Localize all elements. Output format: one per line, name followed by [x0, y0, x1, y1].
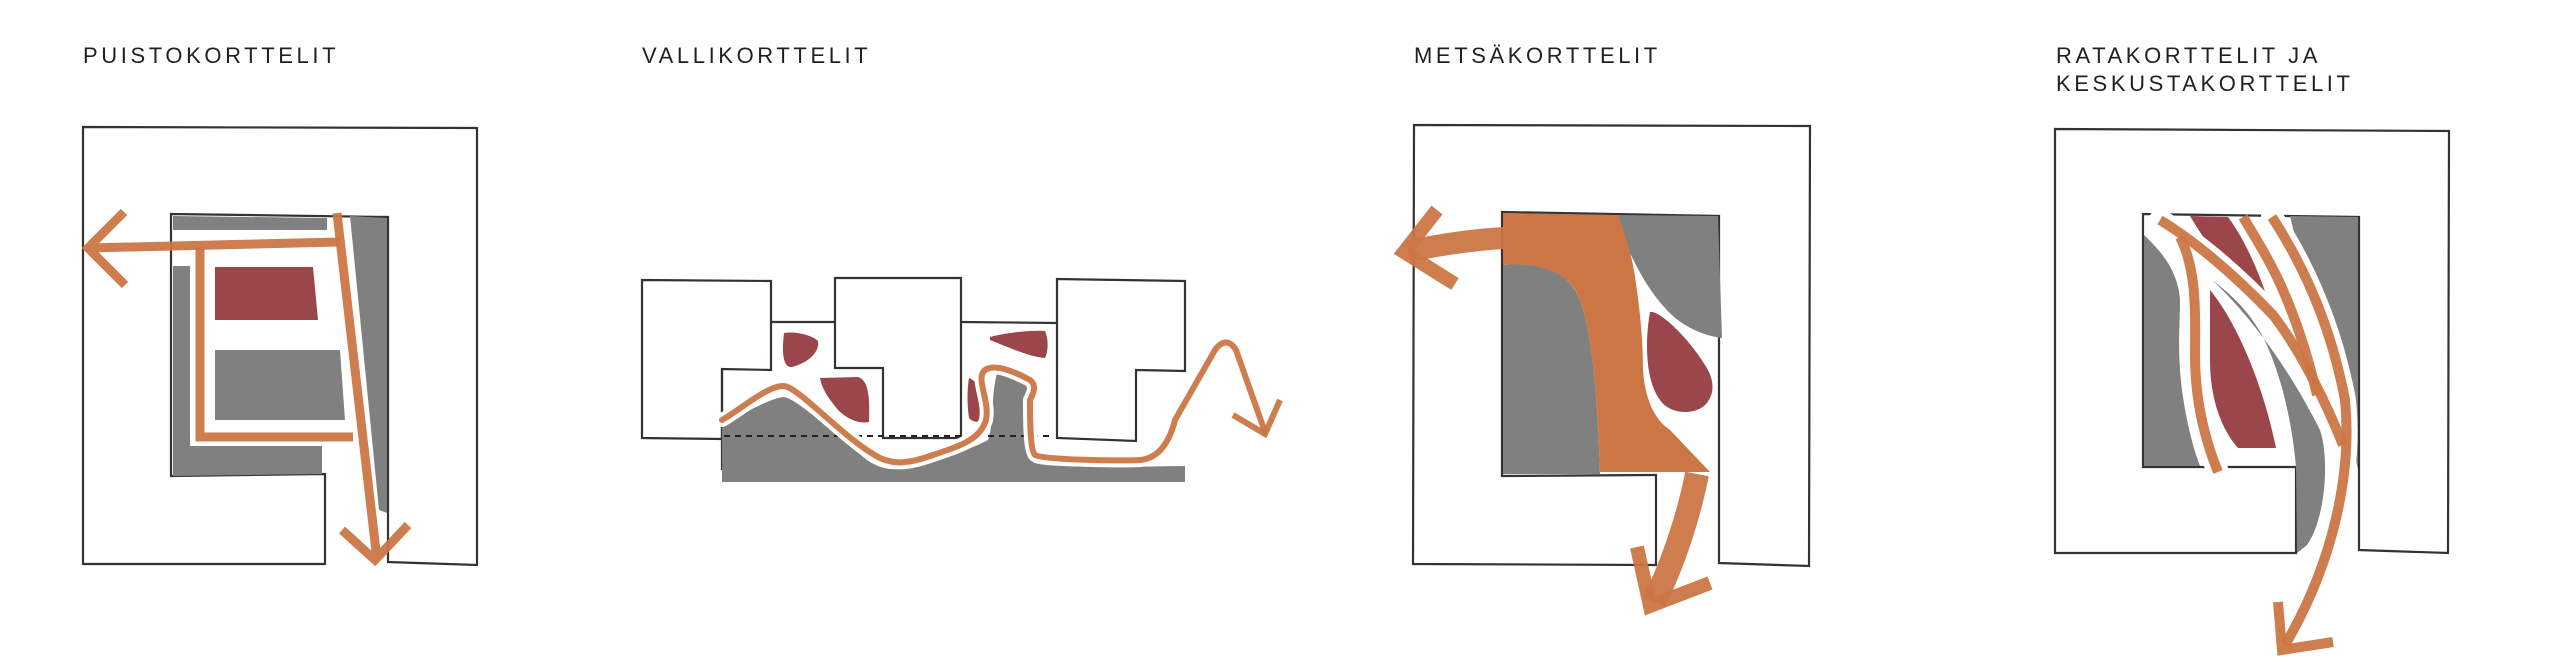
- block-outline: [2053, 127, 2451, 555]
- route-path: [2238, 214, 2322, 397]
- block-outline: [1055, 277, 1187, 443]
- panel-metsakorttelit: [1393, 123, 1812, 616]
- forest-area: [1503, 264, 1600, 474]
- forest-area: [1618, 215, 1722, 338]
- green-area: [173, 266, 322, 476]
- panel-ratakorttelit-keskustakorttelit: [2053, 127, 2451, 656]
- green-area: [350, 216, 387, 513]
- route-arrow-south: [1643, 471, 1709, 608]
- route-arrow-south-head: [1630, 545, 1713, 616]
- route-path: [2175, 234, 2223, 474]
- green-area: [215, 350, 345, 420]
- green-area: [2290, 216, 2358, 470]
- route-arrow-west-head: [1393, 205, 1459, 290]
- building-area: [1647, 311, 1713, 412]
- route-arrow-south-head: [2273, 601, 2334, 656]
- route-arrow-west: [1405, 227, 1505, 262]
- block-outline: [81, 125, 479, 567]
- route-path: [719, 339, 1268, 466]
- route-arrow-south: [332, 212, 412, 567]
- corridor: [1503, 213, 1710, 472]
- green-area: [2212, 280, 2326, 553]
- block-outline: [833, 276, 963, 440]
- route-arrow-west: [81, 208, 341, 289]
- block-outline: [1411, 123, 1812, 568]
- route-path: [2157, 215, 2348, 447]
- building-area: [215, 267, 318, 320]
- building-area: [2210, 290, 2276, 448]
- route-path: [195, 247, 353, 442]
- embankment: [722, 370, 1185, 482]
- panel-title-ratakorttelit-ja-keskustakorttelit: RATAKORTTELIT JA KESKUSTAKORTTELIT: [2056, 43, 2354, 96]
- building-area: [990, 330, 1048, 358]
- panel-puistokorttelit: [81, 125, 479, 567]
- building-area: [820, 377, 870, 423]
- green-area: [2144, 235, 2200, 466]
- panel-title-puistokorttelit: PUISTOKORTTELIT: [83, 43, 340, 68]
- route-arrow-south: [2267, 214, 2352, 648]
- panel-title-vallikorttelit: VALLIKORTTELIT: [642, 43, 872, 68]
- building-area: [782, 332, 819, 368]
- panel-title-metsakorttelit: METSÄKORTTELIT: [1414, 43, 1661, 68]
- route-arrow-head: [1231, 398, 1283, 439]
- green-area: [173, 216, 327, 230]
- block-link: [960, 320, 1058, 325]
- panel-vallikorttelit: [640, 276, 1283, 482]
